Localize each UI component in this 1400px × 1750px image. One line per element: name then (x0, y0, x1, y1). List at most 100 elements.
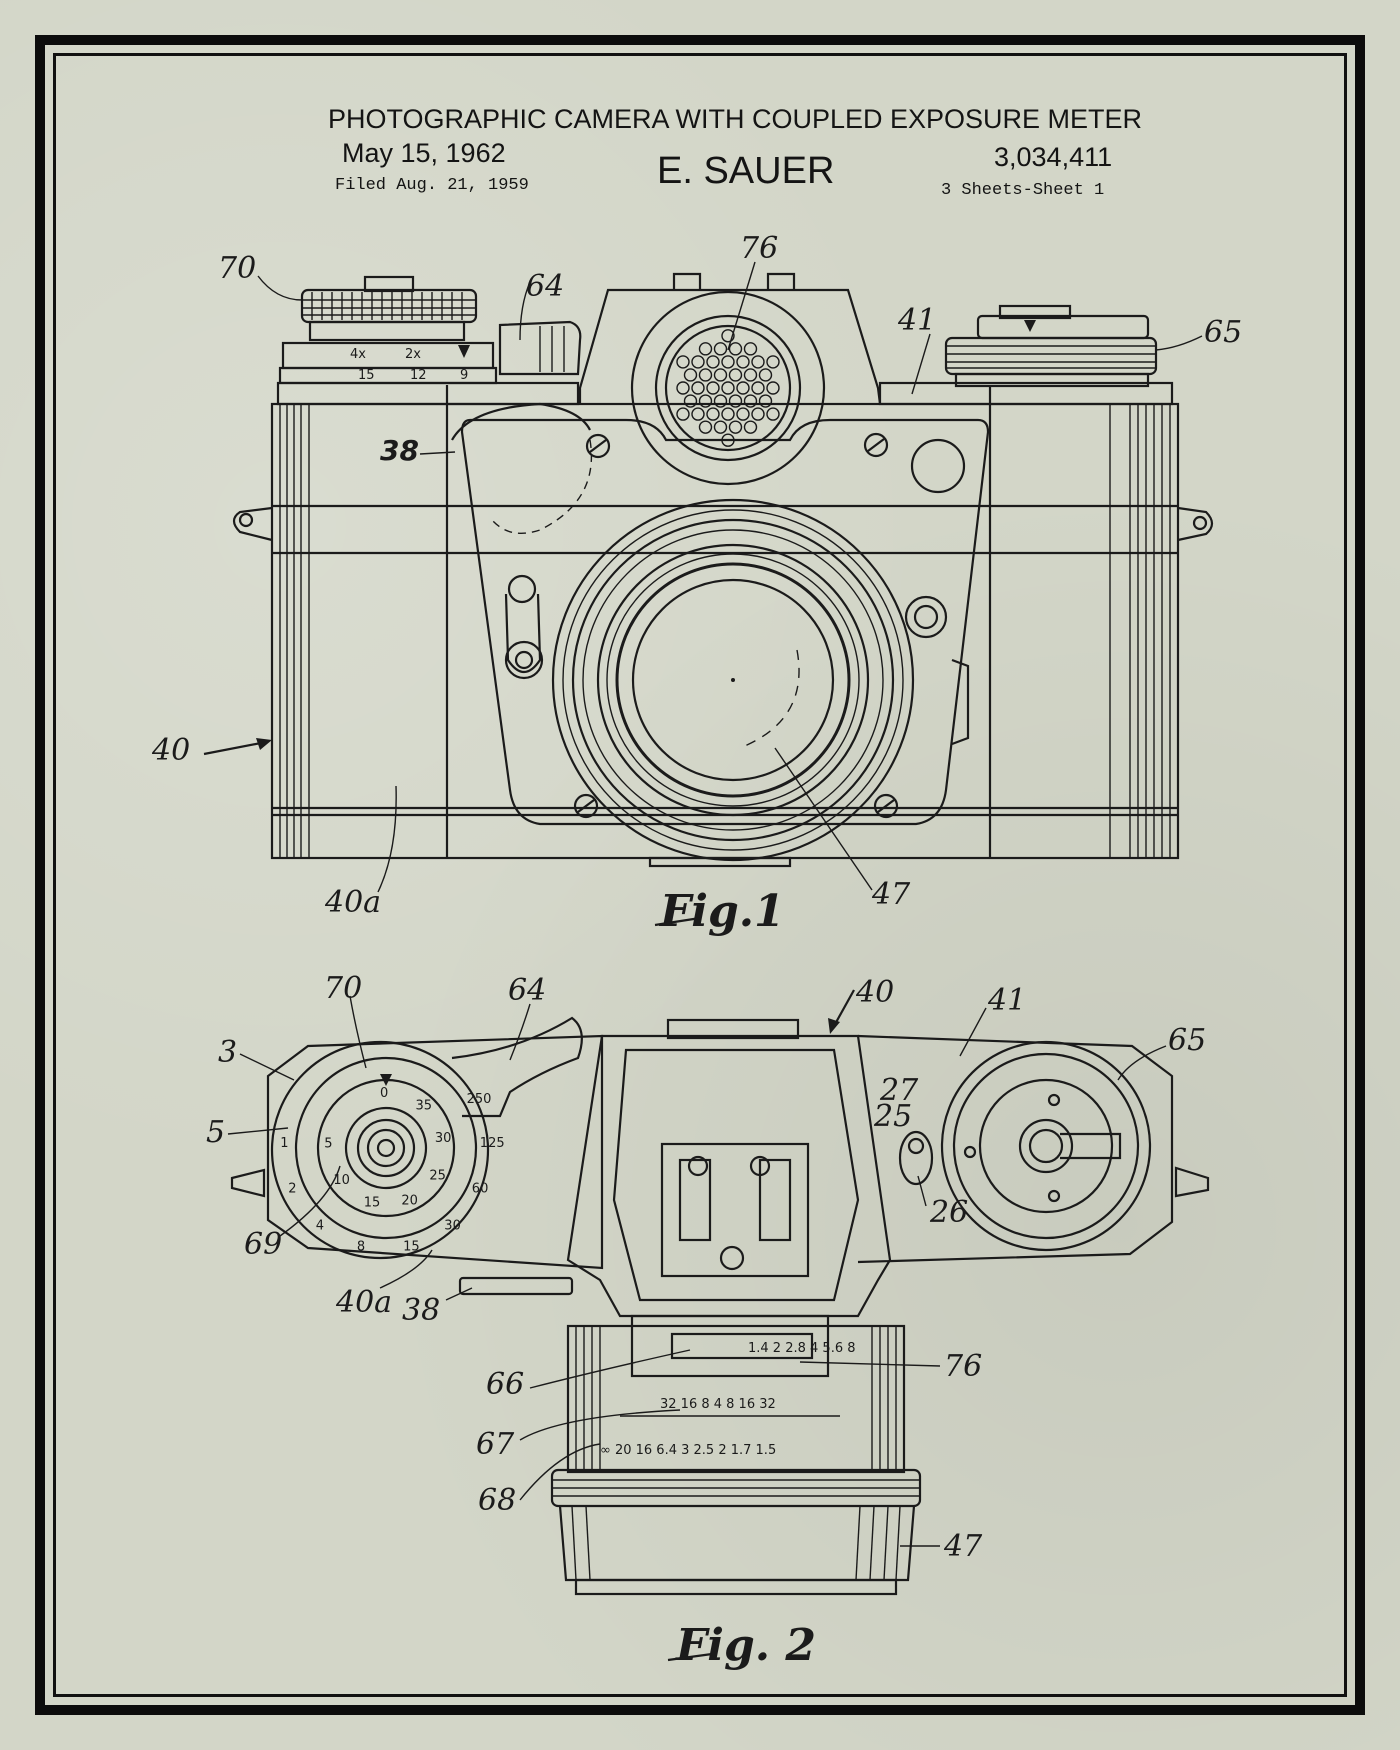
cell-lens-dot (691, 381, 705, 395)
dial-number: 10 (333, 1173, 350, 1188)
cell-lens-dot (736, 407, 750, 421)
fig2-labels: 70 64 40 41 65 3 5 27 25 26 69 40a 38 (206, 971, 1206, 1671)
cell-lens-dot (751, 407, 765, 421)
strap-lug-left (232, 506, 273, 542)
dial-mark-4x: 4x (350, 347, 366, 362)
outer-frame (35, 35, 1365, 1715)
cell-lens-dot (713, 368, 728, 382)
flash-socket (910, 438, 966, 494)
cell-lens-dot (698, 420, 713, 434)
dial-number: 30 (444, 1219, 461, 1234)
fig1-ref-40a: 40a (324, 885, 381, 920)
cell-lens-dot (721, 407, 735, 421)
cell-lens-dot (698, 394, 713, 408)
distance-scale: ∞ 20 16 6.4 3 2.5 2 1.7 1.5 (600, 1443, 776, 1458)
cell-lens-dot (766, 407, 780, 421)
fig1-front-view: 4x 2x 15 12 9 (151, 231, 1242, 937)
cell-lens-dot (713, 420, 728, 434)
strap-lug-right (1177, 506, 1214, 542)
fig1-ref-70: 70 (218, 251, 256, 286)
dial-number: 30 (435, 1131, 452, 1146)
cell-lens-dot (691, 407, 705, 421)
release-lever (504, 593, 542, 674)
patent-title: PHOTOGRAPHIC CAMERA WITH COUPLED EXPOSUR… (327, 104, 1143, 134)
cell-lens-dot (706, 381, 720, 395)
dial-number: 0 (380, 1086, 388, 1101)
fig2-ref-47: 47 (943, 1529, 983, 1564)
cell-lens-dot (758, 368, 773, 382)
cell-lens-dot (751, 355, 765, 369)
left-lug (230, 1168, 266, 1198)
fig2-ref-41: 41 (987, 983, 1026, 1018)
patent-date: May 15, 1962 (342, 138, 506, 168)
dial-number: 250 (467, 1092, 492, 1107)
camera-body (270, 402, 1180, 860)
fig2-ref-66: 66 (486, 1367, 524, 1402)
dial-number: 60 (472, 1182, 489, 1197)
fig2-ref-65: 65 (1168, 1023, 1206, 1058)
dial-number: 1 (280, 1136, 288, 1151)
dial-number: 15 (364, 1196, 381, 1211)
cell-lens-dot (736, 381, 750, 395)
cell-lens-dot (683, 394, 698, 408)
fig2-ref-26: 26 (929, 1195, 968, 1230)
advance-lever (498, 320, 582, 376)
dial-number: 2 (288, 1182, 296, 1197)
top-body-right (857, 1034, 1174, 1264)
cell-lens-dot (721, 355, 735, 369)
fig2-ref-64: 64 (508, 973, 546, 1008)
self-timer-top (458, 1276, 574, 1296)
aperture-scale: 32 16 8 4 8 16 32 (660, 1397, 776, 1412)
dial-mark-12: 12 (410, 368, 427, 383)
inner-frame (53, 53, 1347, 1697)
cell-lens-dot (691, 355, 705, 369)
cell-lens-dot (766, 355, 780, 369)
dial-number: 20 (401, 1194, 418, 1209)
sheet-count: 3 Sheets-Sheet 1 (941, 181, 1105, 200)
fig1-ref-47: 47 (871, 877, 911, 912)
dial-mark-2x: 2x (405, 347, 421, 362)
patent-number: 3,034,411 (994, 142, 1113, 172)
fig1-ref-64: 64 (526, 269, 564, 304)
cell-lens-dot (766, 381, 780, 395)
fig1-ref-65: 65 (1204, 315, 1242, 350)
fig2-ref-3: 3 (218, 1035, 237, 1070)
fig2-ref-70: 70 (324, 971, 362, 1006)
fig2-caption: Fig. 2 (674, 1620, 816, 1671)
dial-number: 25 (429, 1168, 446, 1183)
fig2-ref-76: 76 (944, 1349, 982, 1384)
fig2-ref-67: 67 (476, 1427, 515, 1462)
cell-lens-dot (706, 355, 720, 369)
cell-lens-dot (743, 342, 758, 356)
fig2-ref-68: 68 (478, 1483, 516, 1518)
dial-mark-9: 9 (460, 368, 468, 383)
meter-window (898, 1130, 934, 1186)
dial-number: 8 (357, 1239, 365, 1254)
prism-housing (578, 288, 882, 405)
dial-number: 4 (316, 1219, 324, 1234)
cell-lens-dot (743, 420, 758, 434)
speed-knob-top (940, 1040, 1152, 1252)
exposure-meter-cell (630, 290, 826, 486)
rewind-knob: 4x 2x 15 12 9 (278, 275, 498, 385)
accessory-shoe (660, 1142, 810, 1278)
fig1-labels: 70 64 76 41 65 38 40 40a 47 Fig.1 (151, 231, 1242, 937)
fig2-ref-69: 69 (244, 1227, 282, 1262)
dial-number: 35 (416, 1099, 433, 1114)
fig2-ref-38: 38 (402, 1293, 440, 1328)
dial-number: 15 (403, 1239, 420, 1254)
meter-scale: 1.4 2 2.8 4 5.6 8 (748, 1341, 856, 1356)
shutter-speed-knob (944, 304, 1158, 388)
cell-lens-dot (676, 381, 690, 395)
lens-barrel-top: 1.4 2 2.8 4 5.6 8 32 16 8 4 8 16 32 ∞ 20… (550, 1314, 922, 1596)
fig1-ref-40: 40 (151, 733, 190, 768)
cell-lens-dot (758, 394, 773, 408)
dial-mark-15: 15 (358, 368, 375, 383)
cell-lens-dot (713, 394, 728, 408)
cell-lens-dot (743, 368, 758, 382)
cell-lens-dot (721, 329, 735, 343)
prism-top (566, 1034, 892, 1318)
